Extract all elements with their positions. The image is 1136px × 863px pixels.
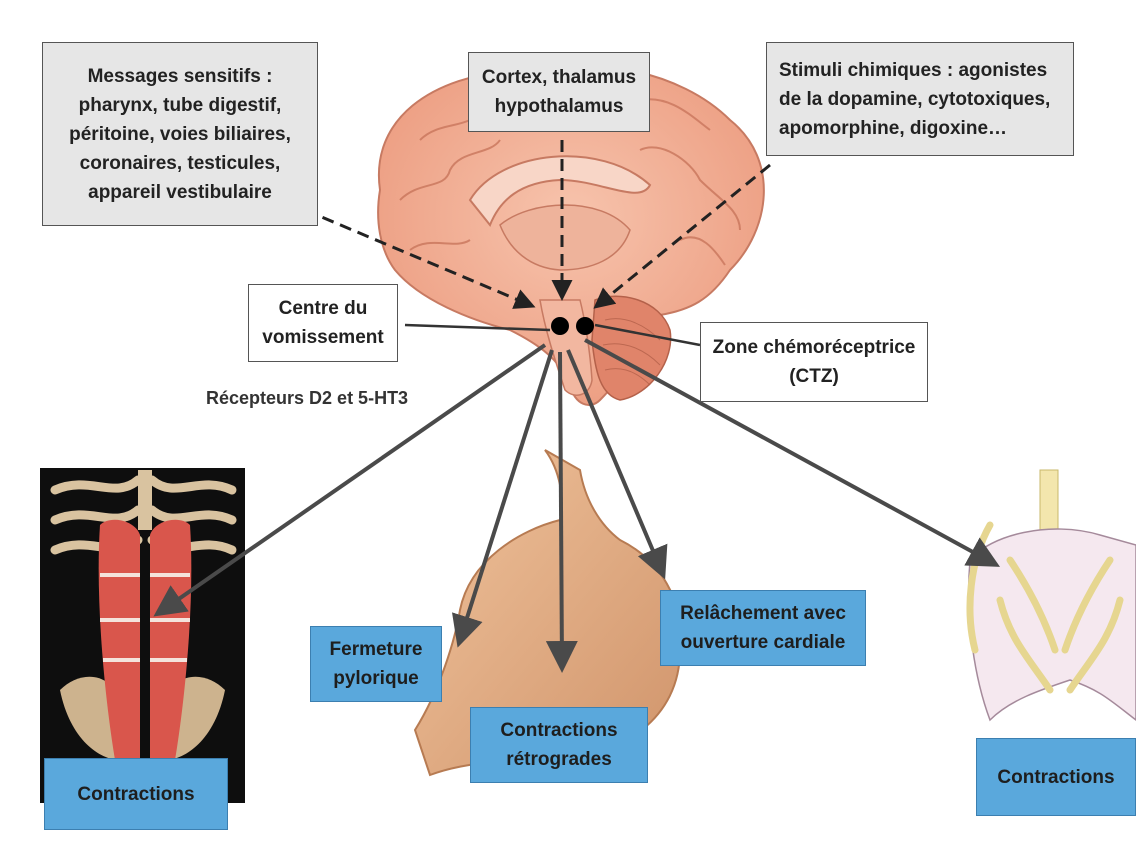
pyloric-line: Fermeture [330,635,423,664]
cardia-line: ouverture cardiale [680,628,846,657]
pyloric-closure-box: Fermeture pylorique [310,626,442,702]
cardia-relaxation-box: Relâchement avec ouverture cardiale [660,590,866,666]
receptors-label: Récepteurs D2 et 5-HT3 [206,388,408,409]
sensory-line: pharynx, tube digestif, [69,91,291,120]
sensory-line: Messages sensitifs : [69,62,291,91]
cortex-box: Cortex, thalamus hypothalamus [468,52,650,132]
cortex-line: Cortex, thalamus [482,63,636,92]
vomiting-center-line: Centre du [262,294,383,323]
retrograde-line: rétrogrades [500,745,617,774]
chemical-line: de la dopamine, cytotoxiques, [779,85,1050,114]
sensory-line: coronaires, testicules, [69,149,291,178]
ctz-line: (CTZ) [713,362,916,391]
vomiting-center-line: vomissement [262,323,383,352]
retrograde-contractions-box: Contractions rétrogrades [470,707,648,783]
chemical-stimuli-box: Stimuli chimiques : agonistes de la dopa… [766,42,1074,156]
abdominal-contractions-box: Contractions [44,758,228,830]
sensory-line: appareil vestibulaire [69,178,291,207]
cardia-line: Relâchement avec [680,599,846,628]
ctz-line: Zone chémoréceptrice [713,333,916,362]
chemical-line: Stimuli chimiques : agonistes [779,56,1050,85]
sensory-messages-box: Messages sensitifs : pharynx, tube diges… [42,42,318,226]
diaphragm-contractions-box: Contractions [976,738,1136,816]
cortex-line: hypothalamus [482,92,636,121]
vomiting-center-box: Centre du vomissement [248,284,398,362]
ctz-box: Zone chémoréceptrice (CTZ) [700,322,928,402]
pyloric-line: pylorique [330,664,423,693]
sensory-line: péritoine, voies biliaires, [69,120,291,149]
chemical-line: apomorphine, digoxine… [779,114,1050,143]
retrograde-line: Contractions [500,716,617,745]
diaphragm-illustration [969,470,1136,720]
abdominal-muscles-illustration [40,468,245,803]
